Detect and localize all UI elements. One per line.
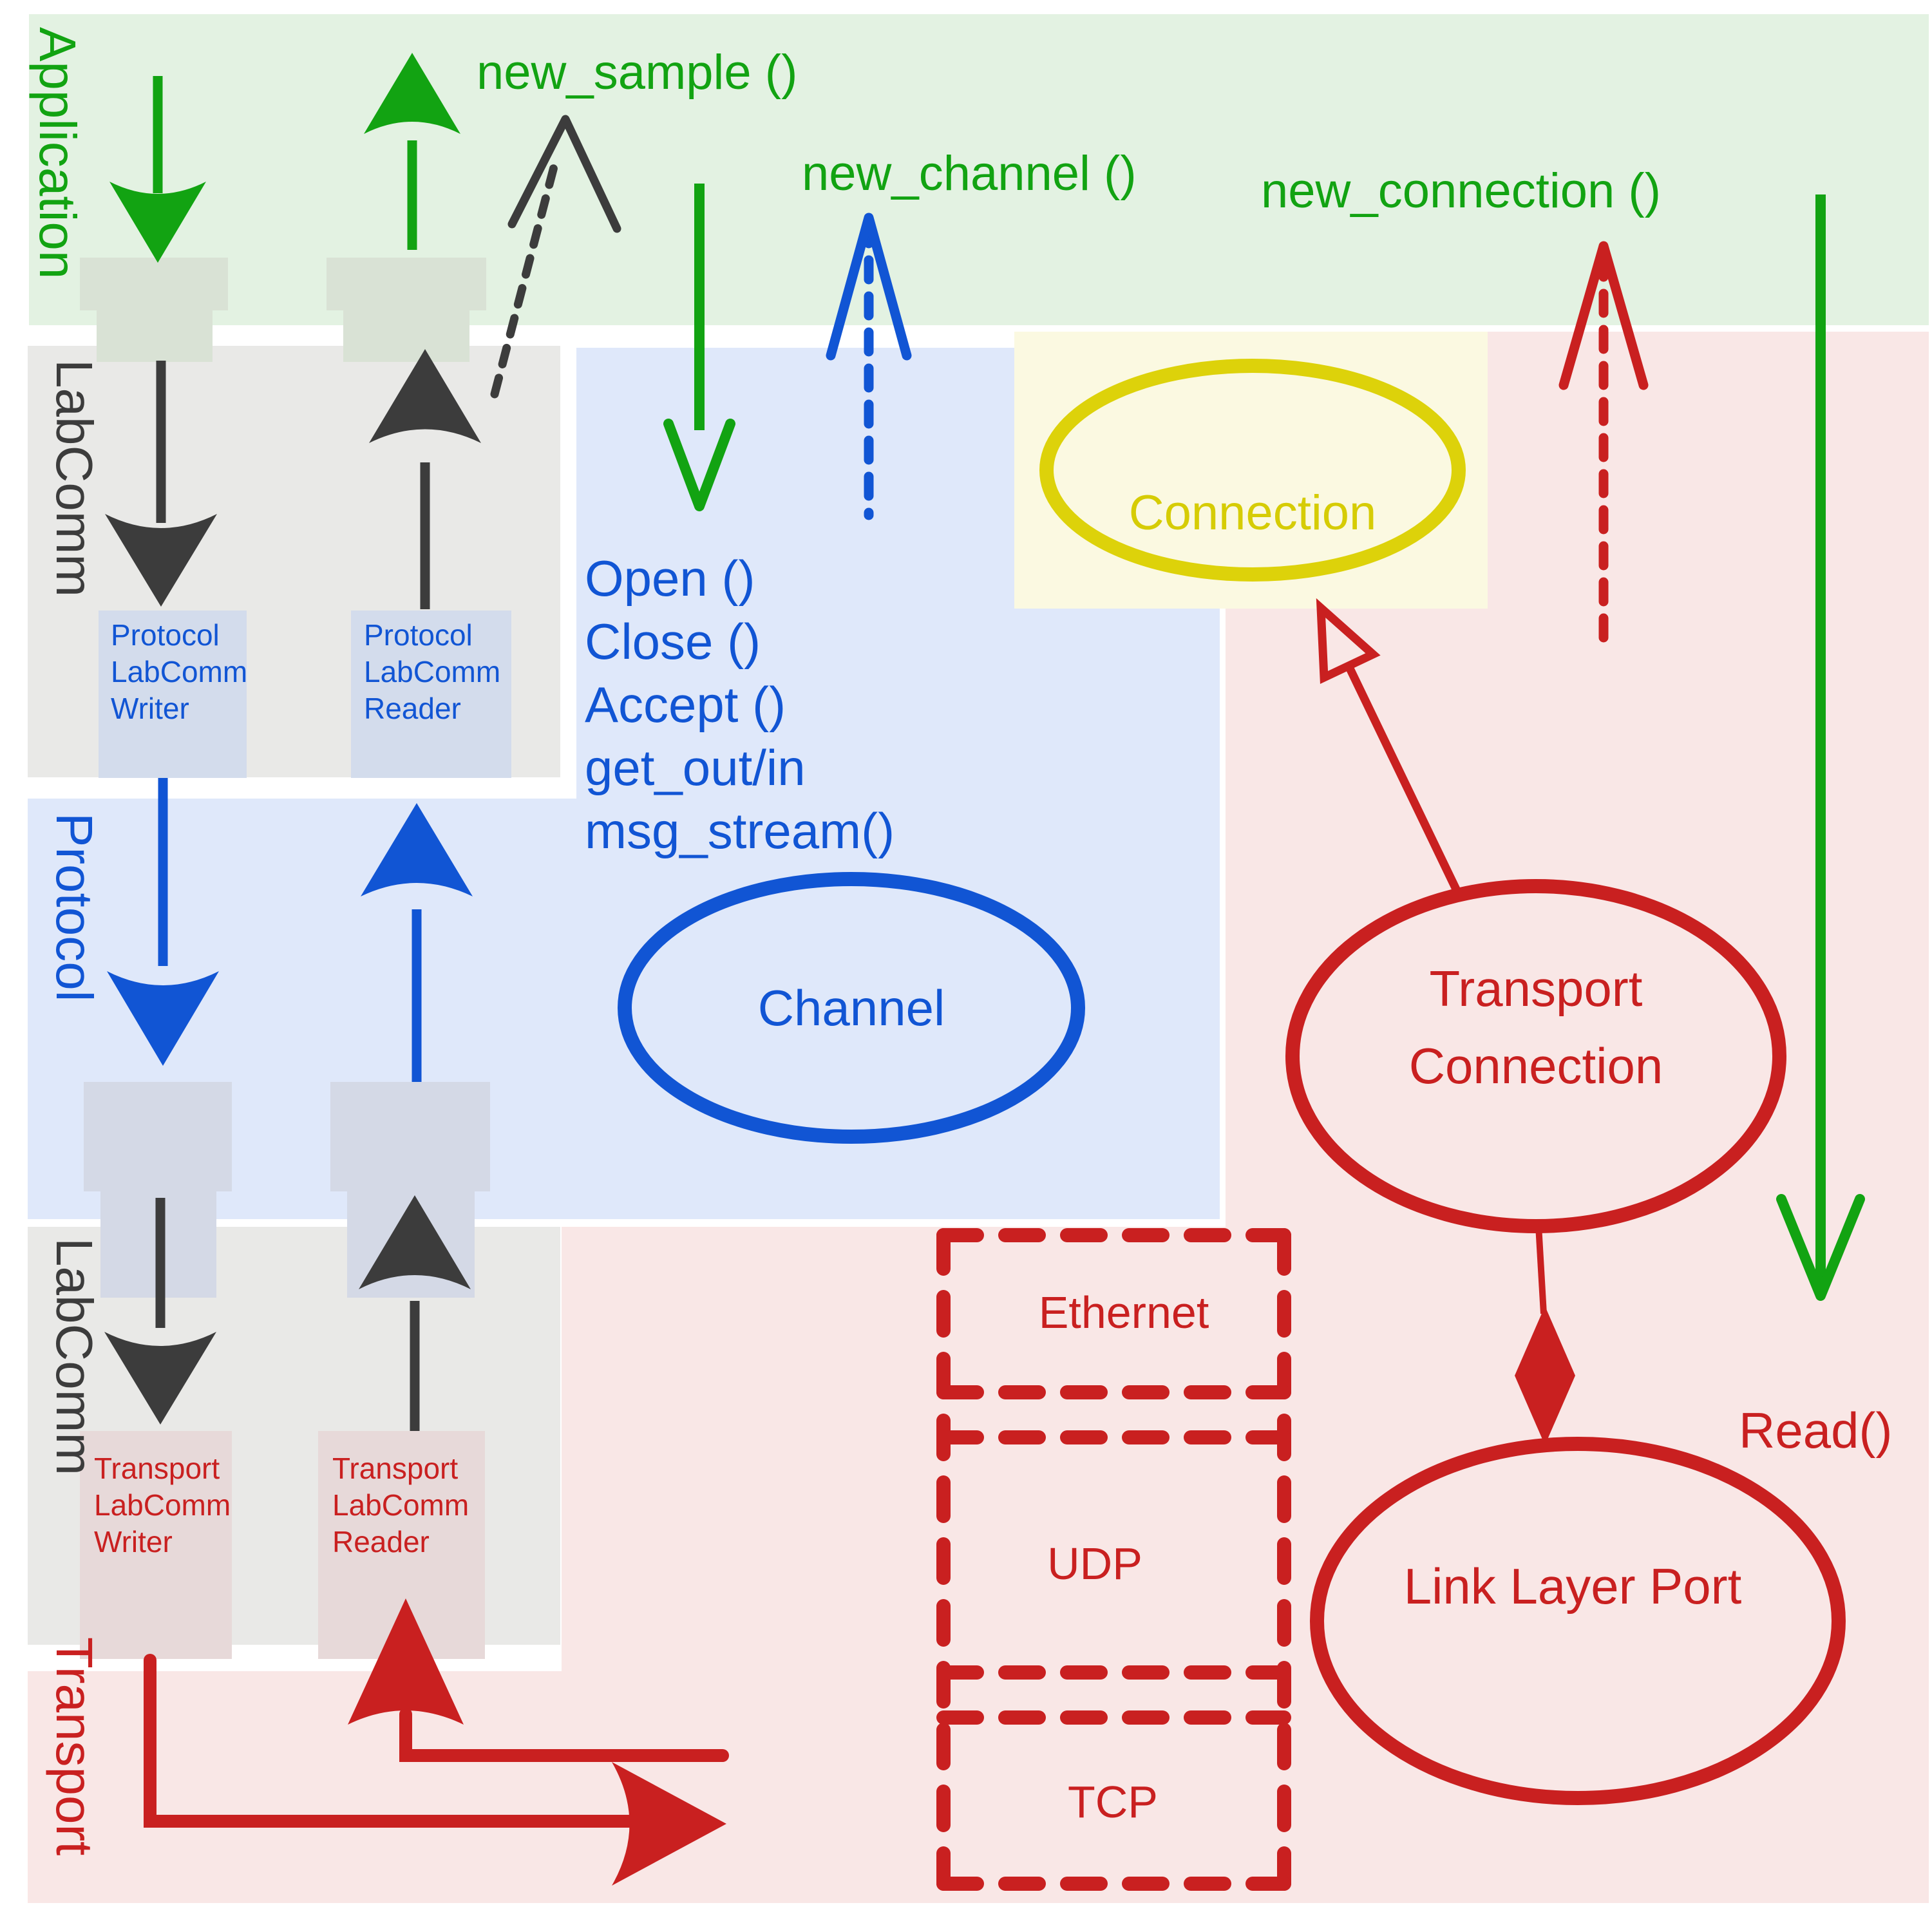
- plug-app-reader: [327, 258, 486, 362]
- labcomm-lower-layer-label: LabComm: [46, 1238, 103, 1475]
- protocol-layer-label: Protocol: [46, 813, 103, 1001]
- plug-transport-writer: [84, 1082, 232, 1298]
- new-channel-call-arrow: [663, 184, 735, 511]
- svg-text:Transport: Transport: [94, 1452, 220, 1485]
- connection-panel: [1014, 332, 1488, 609]
- link-layer-port-node-label: Link Layer Port: [1404, 1558, 1742, 1615]
- transport-labcomm-writer-label: Transport LabComm Writer: [94, 1452, 231, 1558]
- svg-text:Connection: Connection: [1409, 1037, 1663, 1094]
- protocol-labcomm-reader-label: Protocol LabComm Reader: [364, 618, 500, 725]
- api-open: Open (): [585, 550, 755, 607]
- svg-text:LabComm: LabComm: [111, 655, 247, 688]
- transport-region-bottom: [28, 1671, 573, 1903]
- svg-text:Writer: Writer: [111, 692, 189, 725]
- svg-text:LabComm: LabComm: [94, 1488, 231, 1522]
- transport-protocols-box: [936, 1228, 1291, 1891]
- ethernet-label: Ethernet: [1039, 1287, 1209, 1338]
- read-call-arrow: [1776, 194, 1865, 1301]
- labcomm-lower-up-arrow: [359, 1195, 471, 1431]
- channel-node-label: Channel: [758, 980, 945, 1036]
- transport-labcomm-writer-box: [80, 1431, 232, 1659]
- reader-incoming-arrow: [348, 1598, 729, 1762]
- labcomm-upper-layer-label: LabComm: [46, 359, 103, 597]
- svg-text:Transport: Transport: [332, 1452, 458, 1485]
- composition-diamond-icon: [1515, 1306, 1575, 1445]
- app-read-up-arrow: [364, 53, 460, 250]
- protocol-labcomm-reader-box: [351, 611, 511, 778]
- svg-text:Reader: Reader: [332, 1525, 430, 1558]
- generalization-link-transport-connection-to-connection: [1316, 598, 1463, 896]
- transport-region-mid: [562, 1227, 1226, 1903]
- plug-transport-reader: [330, 1082, 490, 1298]
- svg-text:Writer: Writer: [94, 1525, 173, 1558]
- plug-app-writer: [80, 258, 228, 362]
- new-channel-label: new_channel (): [802, 146, 1137, 201]
- svg-text:LabComm: LabComm: [364, 655, 500, 688]
- transport-layer-label: Transport: [46, 1637, 103, 1855]
- transport-labcomm-reader-label: Transport LabComm Reader: [332, 1452, 469, 1558]
- api-msg-stream: msg_stream(): [585, 802, 895, 859]
- api-get-out-in: get_out/in: [585, 739, 806, 796]
- link-layer-port-ellipse: [1310, 1437, 1846, 1805]
- protocol-up-arrow: [361, 803, 473, 1082]
- new-connection-callback-arrow: [1558, 241, 1649, 656]
- protocol-labcomm-writer-box: [99, 611, 247, 778]
- labcomm-lower-down-arrow: [104, 1198, 216, 1425]
- svg-text:Protocol: Protocol: [111, 618, 220, 652]
- labcomm-upper-up-arrow: [369, 349, 481, 609]
- transport-connection-node-label: Transport Connection: [1409, 960, 1663, 1094]
- new-sample-callback-arrow: [490, 115, 621, 399]
- writer-outgoing-arrow: [144, 1654, 726, 1886]
- tcp-label: TCP: [1068, 1777, 1158, 1827]
- svg-text:Protocol: Protocol: [364, 618, 473, 652]
- svg-text:Reader: Reader: [364, 692, 461, 725]
- application-layer-label: Application: [29, 27, 86, 279]
- composition-link-transport-connection-to-link-layer-port: [1515, 1225, 1575, 1445]
- protocol-labcomm-writer-label: Protocol LabComm Writer: [111, 618, 247, 725]
- labcomm-upper-down-arrow: [105, 361, 217, 607]
- api-close: Close (): [585, 613, 761, 670]
- api-accept: Accept (): [585, 676, 786, 733]
- connection-ellipse: [1039, 359, 1466, 582]
- connection-node-label: Connection: [1129, 486, 1377, 540]
- svg-text:Transport: Transport: [1430, 960, 1643, 1017]
- channel-api-list: Open () Close () Accept () get_out/in ms…: [585, 550, 895, 859]
- read-label: Read(): [1739, 1402, 1892, 1459]
- app-write-down-arrow: [109, 76, 206, 263]
- channel-ellipse: [618, 872, 1085, 1144]
- udp-label: UDP: [1047, 1539, 1142, 1589]
- new-connection-label: new_connection (): [1261, 164, 1661, 218]
- new-channel-callback-arrow: [826, 213, 912, 520]
- new-sample-label: new_sample (): [477, 45, 797, 100]
- svg-text:LabComm: LabComm: [332, 1488, 469, 1522]
- protocol-down-arrow: [107, 778, 219, 1066]
